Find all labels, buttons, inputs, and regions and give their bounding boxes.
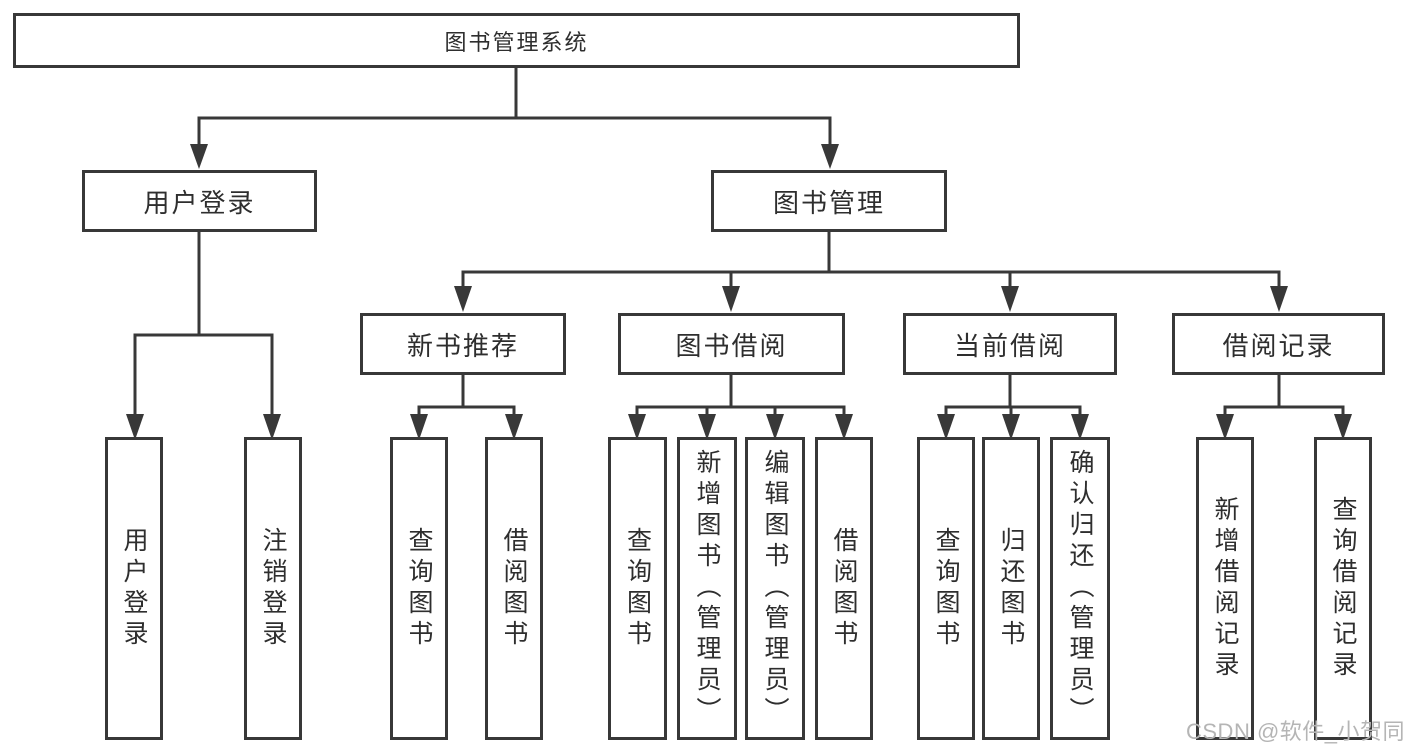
node-book-management: 图书管理 — [711, 170, 947, 232]
csdn-watermark: CSDN @软件_小贺同学 — [1186, 719, 1405, 744]
node-book-borrowing: 图书借阅 — [618, 313, 845, 375]
connectors-root-to-level2 — [190, 68, 839, 169]
leaf-confirm-return-admin: 确认归还（管理员） — [1050, 437, 1110, 740]
leaf-borrow-books-recommend: 借阅图书 — [485, 437, 543, 740]
leaf-edit-books-admin: 编辑图书（管理员） — [745, 437, 805, 740]
connectors-borrowing-to-leaves — [628, 375, 853, 440]
leaf-user-login: 用户登录 — [105, 437, 163, 740]
leaf-query-books-borrowing: 查询图书 — [608, 437, 667, 740]
leaf-add-books-admin: 新增图书（管理员） — [677, 437, 737, 740]
node-user-login: 用户登录 — [82, 170, 317, 232]
connectors-bookmgmt-to-level3 — [454, 232, 1288, 312]
leaf-return-books: 归还图书 — [982, 437, 1040, 740]
leaf-query-borrow-record: 查询借阅记录 — [1314, 437, 1372, 740]
node-new-book-recommend: 新书推荐 — [360, 313, 566, 375]
leaf-query-books-current: 查询图书 — [917, 437, 975, 740]
connectors-current-to-leaves — [937, 375, 1089, 440]
node-borrowing-records: 借阅记录 — [1172, 313, 1385, 375]
leaf-borrow-books-borrowing: 借阅图书 — [815, 437, 873, 740]
connectors-userlogin-to-leaves — [126, 232, 281, 440]
node-current-borrowing: 当前借阅 — [903, 313, 1117, 375]
leaf-logout-login: 注销登录 — [244, 437, 302, 740]
connectors-records-to-leaves — [1216, 375, 1352, 440]
node-root-library-system: 图书管理系统 — [13, 13, 1020, 68]
leaf-query-books-recommend: 查询图书 — [390, 437, 448, 740]
leaf-add-borrow-record: 新增借阅记录 — [1196, 437, 1254, 740]
connectors-recommend-to-leaves — [410, 375, 523, 440]
